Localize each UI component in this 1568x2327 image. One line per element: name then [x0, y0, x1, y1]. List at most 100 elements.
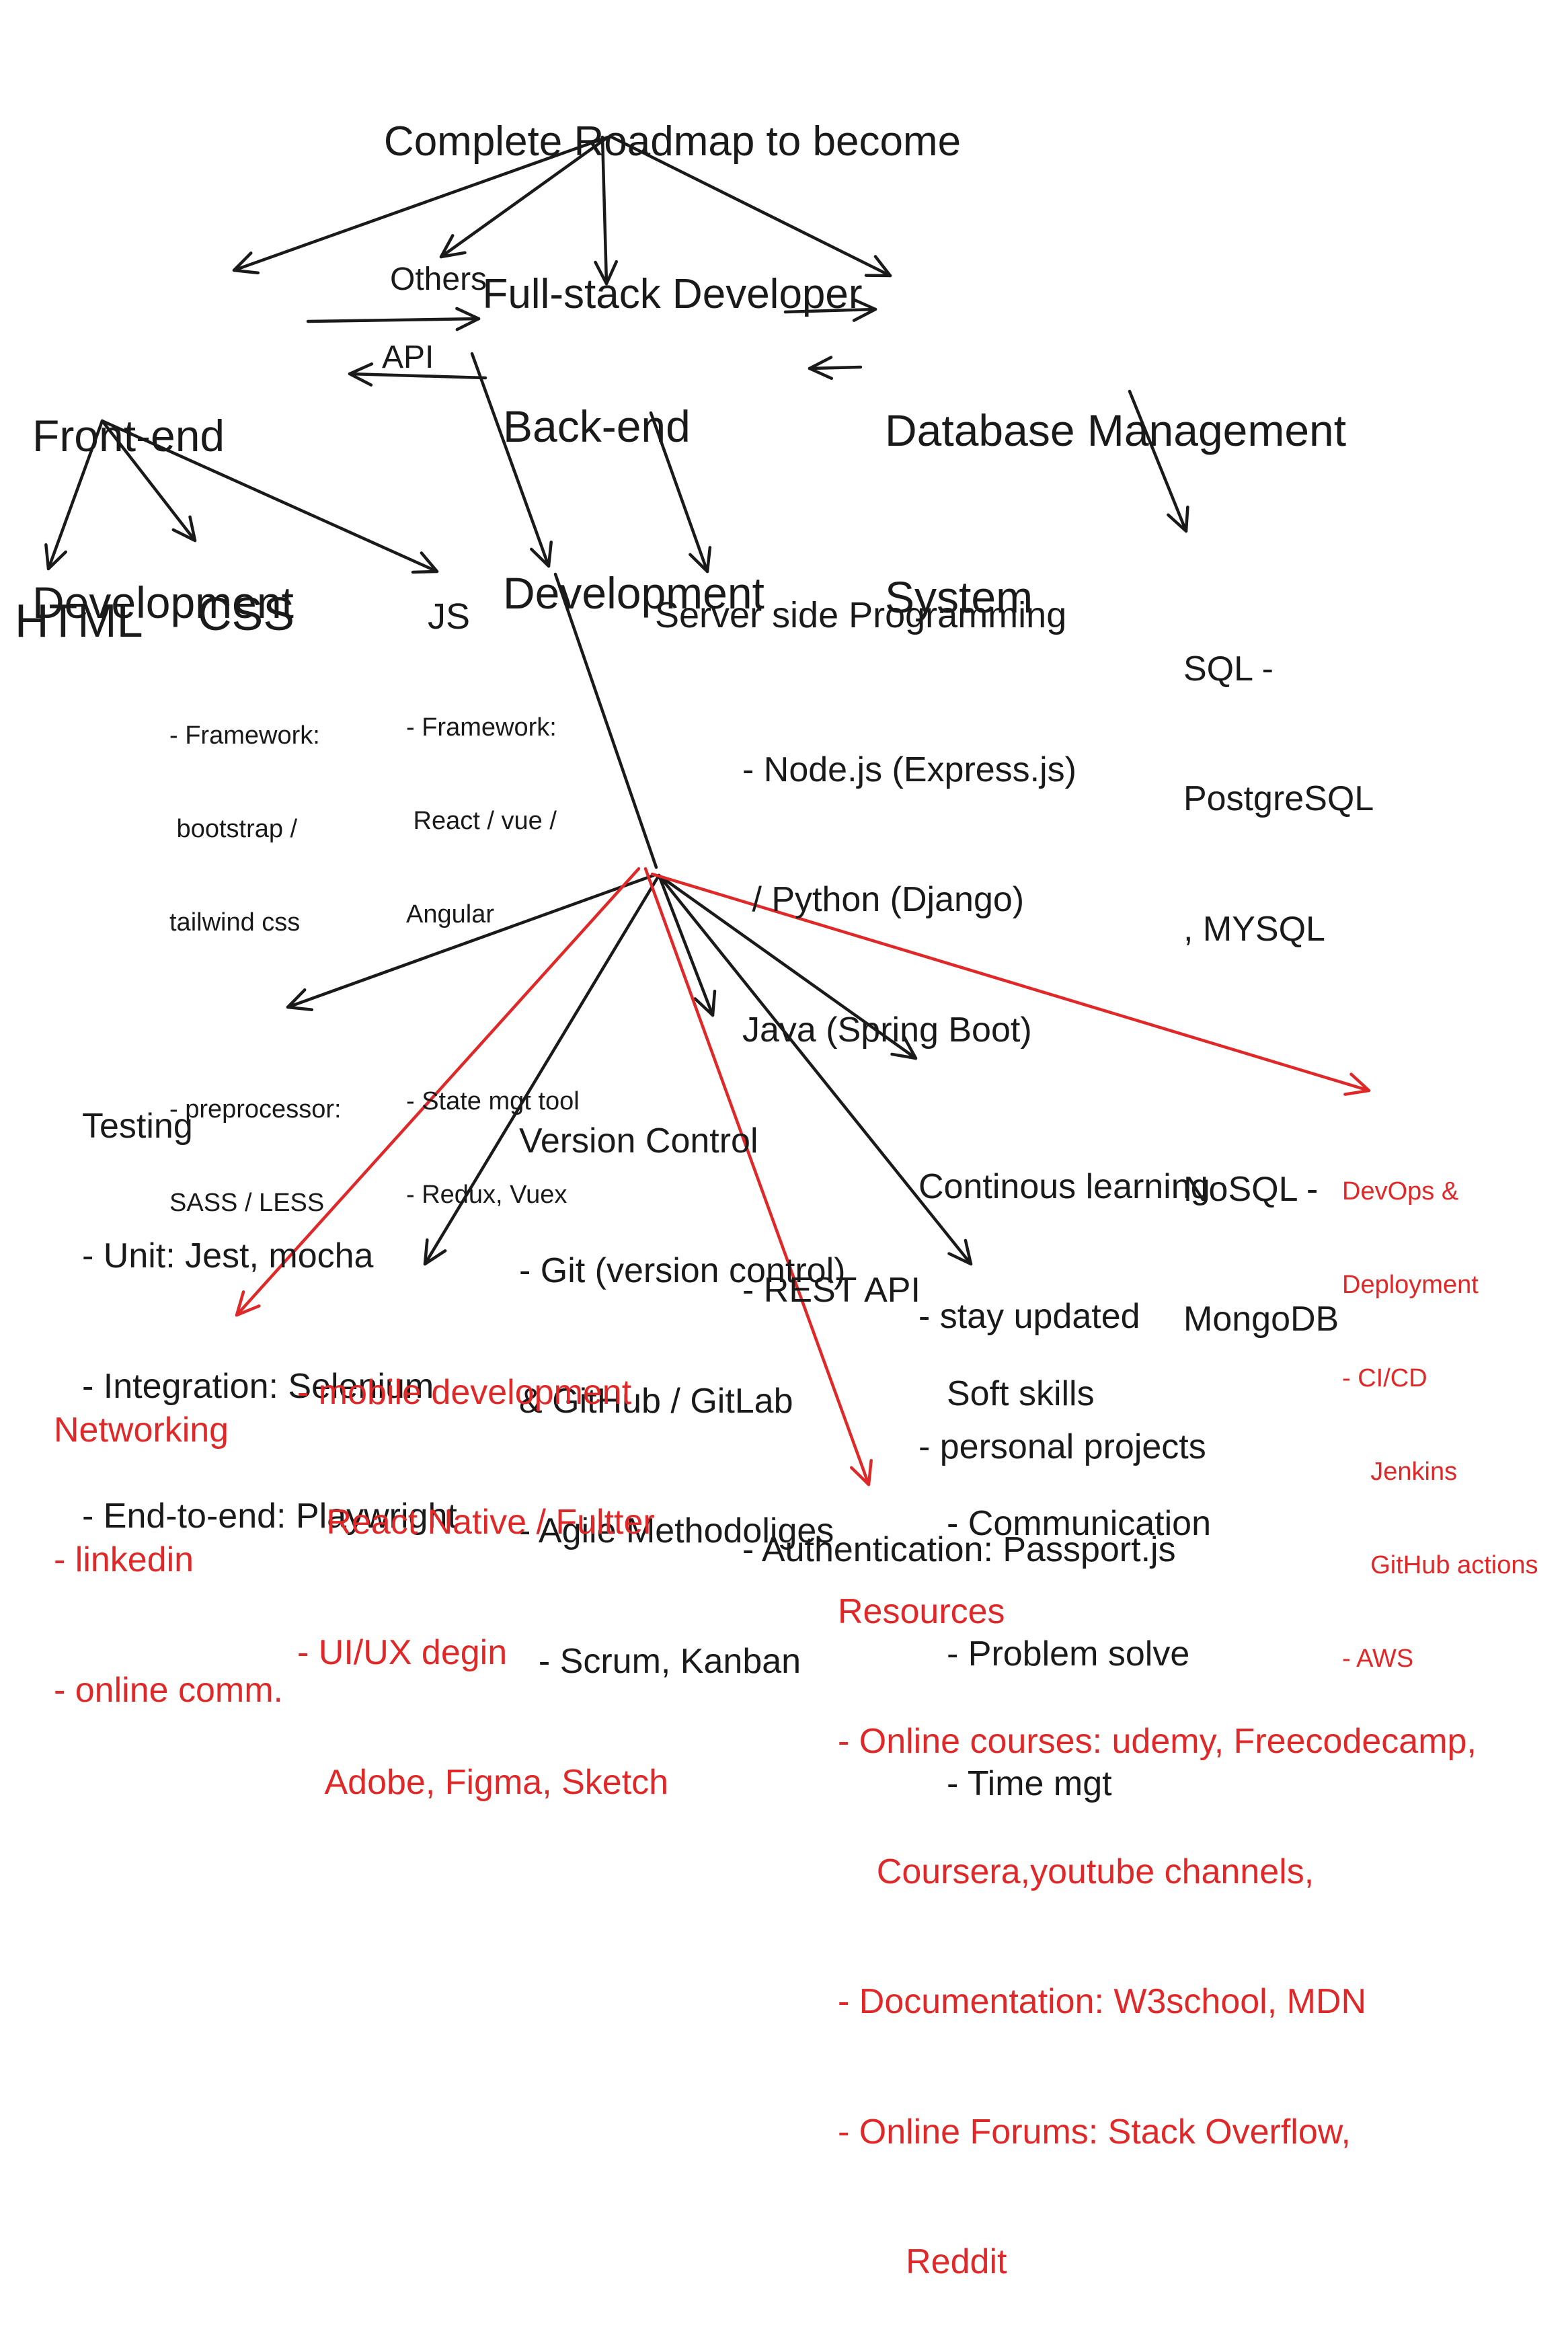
mobile-uiux-node: - mobile development React Native / Fult… — [297, 1284, 668, 1848]
arrow-frontend-to-backend — [306, 317, 481, 323]
arrow-frontend-to-html-head — [44, 543, 68, 571]
server-detail-line: / Python (Django) — [742, 880, 1025, 920]
testing-line: Testing — [82, 1106, 193, 1146]
soft-skills-line: - Problem solve — [947, 1634, 1190, 1673]
devops-line: DevOps & — [1342, 1177, 1459, 1206]
version-control-line: - Agile Methodoliges — [519, 1511, 834, 1551]
mobile-line: - mobile development — [297, 1372, 632, 1412]
frontend-node: Front-end Development — [32, 297, 294, 686]
db-detail-line: MongoDB — [1183, 1299, 1339, 1339]
arrow-title-to-database-head — [864, 255, 892, 278]
version-control-line: - Scrum, Kanban — [519, 1641, 801, 1681]
resources-line: Coursera,youtube channels, — [838, 1852, 1315, 1891]
devops-line: - AWS — [1342, 1645, 1414, 1673]
db-detail-line: ​ — [1183, 1037, 1374, 1080]
networking-line: Networking — [54, 1410, 229, 1450]
arrow-spine-lower — [553, 572, 658, 869]
arrow-frontend-to-html — [46, 419, 104, 571]
arrow-others-spine — [470, 352, 551, 568]
version-control-line: Version Control — [519, 1121, 758, 1160]
networking-line: - online comm. — [54, 1670, 283, 1710]
title-line: Complete Roadmap to become — [383, 118, 962, 165]
css-detail-line: SASS / LESS — [169, 1189, 325, 1218]
arrow-backend-to-frontend-api-head — [348, 362, 374, 387]
api-label: API — [382, 340, 434, 375]
arrow-title-to-frontend-head — [232, 251, 260, 275]
backend-node: Back-end Development — [503, 288, 765, 676]
arrow-title-to-others-head — [439, 234, 467, 259]
db-detail-line: NoSQL - — [1183, 1169, 1319, 1209]
mobile-line: - UI/UX degin — [297, 1632, 508, 1672]
testing-line: - Integration: Selenium — [82, 1366, 434, 1406]
devops-line: Deployment — [1342, 1270, 1479, 1299]
css-detail-line: - Framework: — [169, 721, 320, 750]
others-label: Others — [390, 262, 487, 297]
arrow-backend-to-server-head — [689, 545, 712, 574]
js-detail-line: - Framework: — [406, 713, 557, 742]
arrow-backend-to-database-head — [851, 298, 877, 322]
arrow-hub-to-mobile-head — [423, 1238, 447, 1266]
testing-line: - Unit: Jest, mocha — [82, 1236, 374, 1276]
arrow-hub-to-version-control — [657, 873, 715, 1017]
devops-line: GitHub actions — [1342, 1551, 1538, 1580]
resources-line: - Online courses: udemy, Freecodecamp, — [838, 1722, 1477, 1762]
css-details: - Framework: bootstrap / tailwind css ​ … — [169, 658, 342, 1250]
arrow-title-to-backend-head — [594, 260, 619, 286]
arrow-database-to-sql — [1128, 389, 1188, 533]
resources-line: Resources — [838, 1591, 1005, 1631]
server-detail-line: Java (Spring Boot) — [742, 1010, 1032, 1050]
database-details: SQL - PostgreSQL , MYSQL ​ NoSQL - Mongo… — [1183, 561, 1374, 1384]
resources-line: - Online Forums: Stack Overflow, — [838, 2112, 1351, 2152]
arrow-hub-to-soft-skills — [657, 873, 973, 1266]
arrow-backend-to-frontend-api — [348, 372, 487, 380]
arrow-hub-to-testing — [286, 873, 656, 1009]
arrow-database-to-backend-head — [808, 356, 834, 381]
arrow-title-to-backend — [600, 135, 609, 286]
resources-line: Reddit — [838, 2242, 1007, 2281]
roadmap-diagram — [44, 135, 1371, 1487]
version-control-line: & GitHub / GitLab — [519, 1381, 793, 1421]
server-detail-line: - Authentication: Passport.js — [742, 1530, 1176, 1570]
arrow-database-to-sql-head — [1167, 505, 1189, 533]
devops-node: DevOps & Deployment - CI/CD Jenkins GitH… — [1342, 1113, 1538, 1706]
arrow-database-to-backend — [808, 365, 863, 370]
arrow-frontend-to-backend-head — [455, 307, 481, 331]
testing-line: - End-to-end: Playwright — [82, 1497, 457, 1536]
arrow-hub-to-devops-head — [1343, 1072, 1371, 1096]
db-detail-line: PostgreSQL — [1183, 779, 1374, 819]
title-line: Full-stack Developer — [482, 271, 863, 318]
arrow-title-to-others — [439, 135, 610, 259]
version-control-line: - Git (version control) — [519, 1251, 846, 1291]
soft-skills-line: - Communication — [947, 1504, 1212, 1544]
mobile-line: Adobe, Figma, Sketch — [297, 1763, 669, 1803]
resources-node: Resources - Online courses: udemy, Freec… — [838, 1503, 1477, 2327]
version-control-node: Version Control - Git (version control) … — [519, 1033, 845, 1727]
arrow-others-spine-head — [530, 540, 553, 568]
server-detail-line: - Node.js (Express.js) — [742, 750, 1076, 789]
devops-line: Jenkins — [1342, 1457, 1458, 1486]
arrow-backend-to-server — [649, 411, 709, 574]
continuous-line: Continous learning — [918, 1167, 1210, 1206]
server-title: Server side Programming — [655, 595, 1067, 635]
arrow-frontend-to-js — [100, 419, 439, 574]
arrow-title-to-frontend — [232, 135, 610, 272]
server-detail-line: - REST API — [742, 1270, 920, 1310]
soft-skills-line: Soft skills — [947, 1374, 1095, 1413]
arrow-hub-to-networking-head — [235, 1290, 261, 1317]
database-line: System — [885, 571, 1033, 622]
html-node: HTML — [15, 594, 143, 647]
devops-line: - CI/CD — [1342, 1364, 1427, 1392]
backend-line: Development — [503, 567, 765, 618]
js-detail-line: React / vue / — [406, 806, 557, 835]
arrow-title-to-database — [610, 135, 892, 278]
frontend-line: Development — [32, 577, 294, 627]
js-detail-line: - Redux, Vuex — [406, 1181, 567, 1210]
arrow-hub-to-mobile — [423, 873, 661, 1266]
js-details: - Framework: React / vue / Angular ​ - S… — [406, 649, 580, 1242]
js-detail-line: - State mgt tool — [406, 1087, 580, 1116]
mobile-line: React Native / Fultter — [297, 1503, 655, 1542]
arrow-hub-to-testing-head — [286, 988, 314, 1011]
arrow-frontend-to-js-head — [411, 551, 439, 574]
frontend-line: Front-end — [32, 411, 225, 461]
css-node: CSS — [198, 588, 295, 640]
